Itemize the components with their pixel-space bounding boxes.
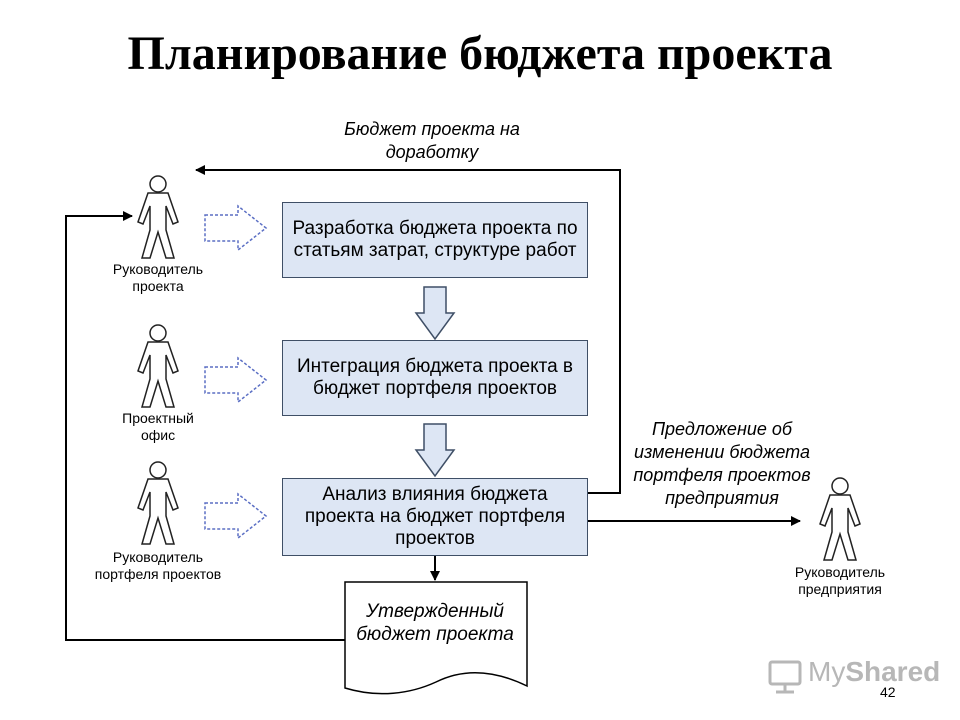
dashed-arrow-1 (204, 204, 268, 252)
dashed-arrow-3 (204, 492, 268, 540)
actor-figure-project-manager (137, 175, 179, 259)
block-arrow-down-2 (414, 423, 456, 478)
actor-figure-enterprise-manager (819, 477, 861, 561)
dashed-arrow-2 (204, 356, 268, 404)
step-box-1: Разработка бюджета проекта по статьям за… (282, 202, 588, 278)
rework-arrow (195, 165, 621, 494)
actor-figure-portfolio-manager (137, 461, 179, 545)
block-arrow-down-1 (414, 286, 456, 341)
watermark-logo: MyShared (808, 656, 941, 687)
step-3-text: Анализ влияния бюджета проекта на бюджет… (304, 484, 566, 549)
step-box-3: Анализ влияния бюджета проекта на бюджет… (282, 478, 588, 556)
page-number: 42 (880, 684, 896, 700)
actor-figure-project-office (137, 324, 179, 408)
step-2-text: Интеграция бюджета проекта в бюджет порт… (296, 356, 574, 399)
step-box-2: Интеграция бюджета проекта в бюджет порт… (282, 340, 588, 416)
step-1-text: Разработка бюджета проекта по статьям за… (292, 218, 578, 261)
slide-title: Планирование бюджета проекта (127, 27, 833, 80)
return-arrow (65, 211, 345, 641)
document-shape (344, 581, 528, 695)
document-label: Утвержденный бюджет проекта (356, 601, 514, 645)
computer-icon (768, 660, 802, 694)
